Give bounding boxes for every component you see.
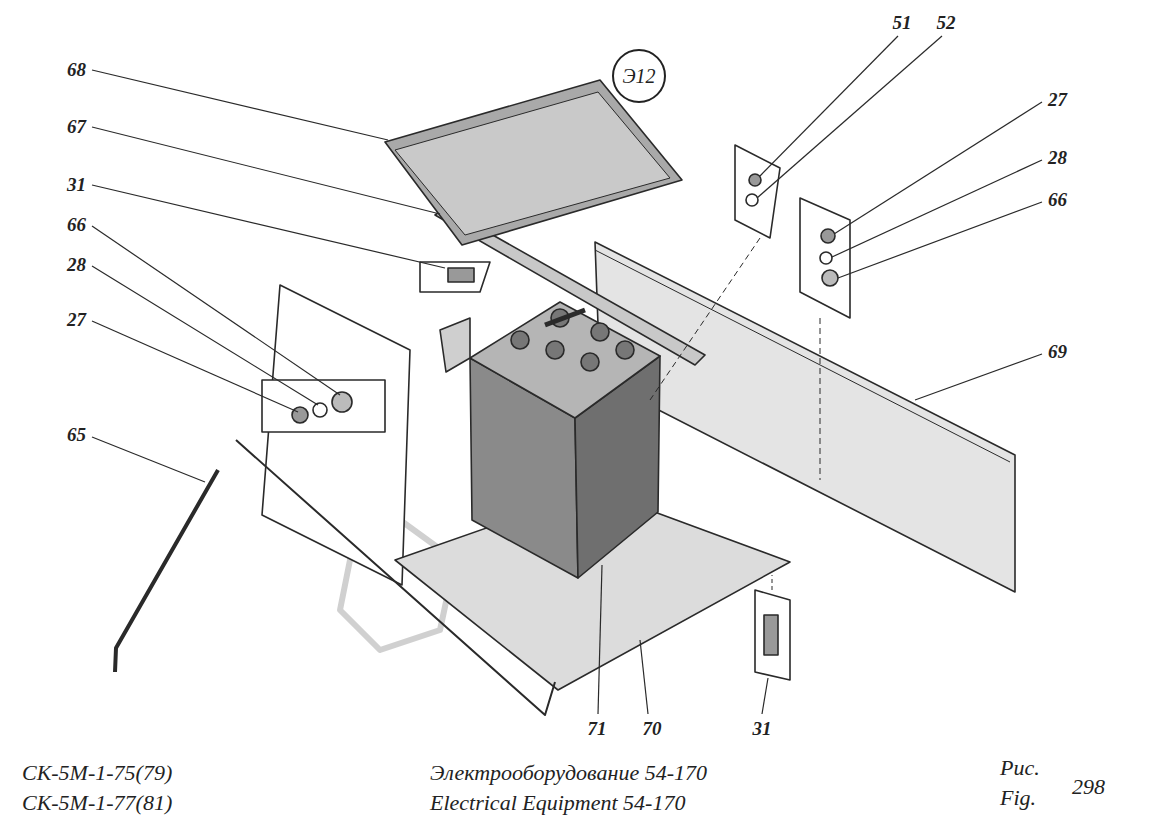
sheet-code: Э12 [622, 66, 655, 86]
callout-number: 66 [67, 215, 86, 234]
callout-number: 31 [67, 175, 86, 194]
callout-number: 69 [1048, 342, 1067, 361]
callout-number: 27 [67, 310, 86, 329]
caption-text: Электрооборудование 54-170 [430, 762, 707, 784]
callout-number: 28 [67, 255, 86, 274]
callout-number: 28 [1048, 148, 1067, 167]
callout-number: 65 [67, 425, 86, 444]
callout-number: 66 [1048, 190, 1067, 209]
callout-number: 71 [588, 719, 607, 738]
callout-number: 68 [67, 60, 86, 79]
caption-text: СК-5М-1-75(79) [22, 762, 172, 784]
caption-text: 298 [1072, 776, 1105, 798]
callout-number: 27 [1048, 90, 1067, 109]
sheet-symbol-circle: Э12 [612, 49, 666, 103]
callout-number: 70 [643, 719, 662, 738]
caption-text: Fig. [1000, 787, 1036, 809]
caption-text: Electrical Equipment 54-170 [430, 792, 685, 814]
caption-text: СК-5М-1-77(81) [22, 792, 172, 814]
callout-number: 51 [893, 13, 912, 32]
callout-number: 31 [753, 719, 772, 738]
callout-number: 52 [937, 13, 956, 32]
caption-text: Рис. [1000, 757, 1040, 779]
callout-number: 67 [67, 117, 86, 136]
